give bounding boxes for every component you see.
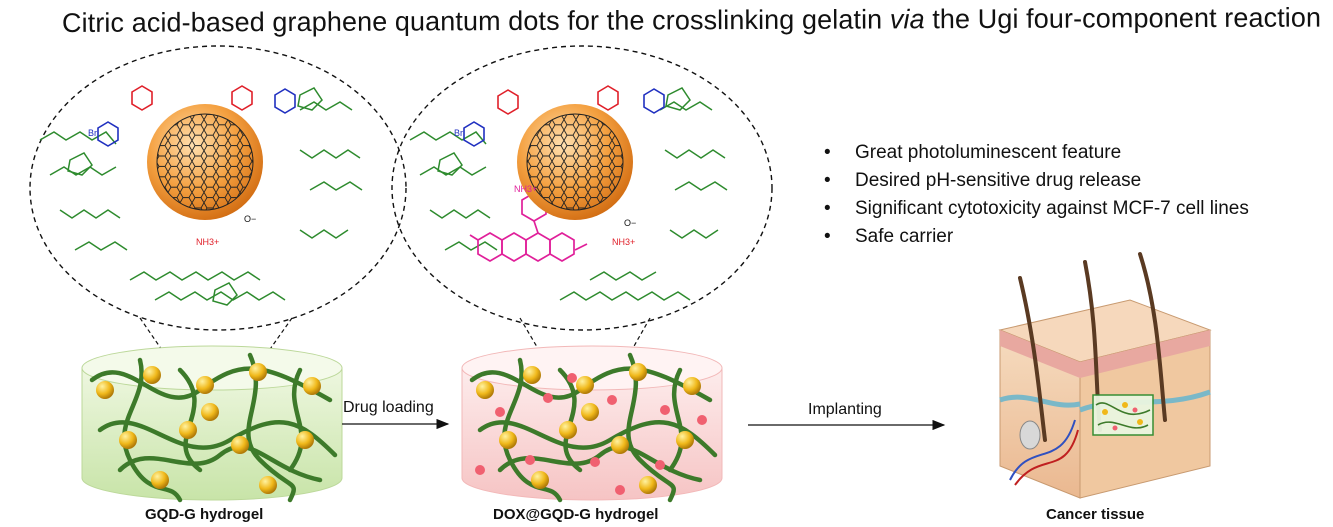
middle-hydrogel-cylinder xyxy=(461,345,723,503)
middle-doxorubicin xyxy=(469,192,588,262)
middle-dox-dots xyxy=(475,373,707,495)
middle-zoom-bubble: NH3+ NH3+ Br O− xyxy=(391,45,773,331)
middle-o-minus-label: O− xyxy=(624,218,636,228)
feature-list: Great photoluminescent feature Desired p… xyxy=(822,139,1249,251)
implanted-fibers xyxy=(1095,402,1151,429)
middle-ugi-rings xyxy=(497,85,619,115)
feature-item: Safe carrier xyxy=(822,223,1249,251)
implanting-label: Implanting xyxy=(808,401,882,418)
middle-dox-nh3-label: NH3+ xyxy=(514,184,537,194)
left-gqd-dots xyxy=(96,363,321,494)
left-ugi-rings xyxy=(131,85,253,111)
feature-item: Desired pH-sensitive drug release xyxy=(822,167,1249,195)
left-hydrogel-cylinder xyxy=(81,345,343,503)
middle-gqd-particle xyxy=(517,104,633,220)
left-o-minus-label: O− xyxy=(244,214,256,224)
left-hydrogel-label: GQD-G hydrogel xyxy=(145,506,264,523)
left-gelatin-chains xyxy=(39,87,363,306)
middle-gqd-dots xyxy=(476,363,701,494)
middle-nh3-label: NH3+ xyxy=(612,237,635,247)
left-gqd-particle xyxy=(147,104,263,220)
middle-br-label: Br xyxy=(454,128,463,138)
left-aryl-rings xyxy=(97,88,296,147)
implanted-dots xyxy=(1102,402,1143,431)
tissue-label: Cancer tissue xyxy=(1046,506,1145,523)
left-nh3-label: NH3+ xyxy=(196,237,219,247)
drug-loading-label: Drug loading xyxy=(343,399,434,416)
middle-aryl-rings xyxy=(463,88,665,147)
implanted-hydrogel xyxy=(1092,394,1154,436)
feature-item: Significant cytotoxicity against MCF-7 c… xyxy=(822,195,1249,223)
middle-gelatin-chains xyxy=(409,87,728,301)
feature-item: Great photoluminescent feature xyxy=(822,139,1249,167)
left-br-label: Br xyxy=(88,128,97,138)
left-zoom-bubble: NH3+ Br O− xyxy=(29,45,407,331)
middle-hydrogel-label: DOX@GQD-G hydrogel xyxy=(493,506,659,523)
cancer-tissue-block xyxy=(998,252,1212,499)
